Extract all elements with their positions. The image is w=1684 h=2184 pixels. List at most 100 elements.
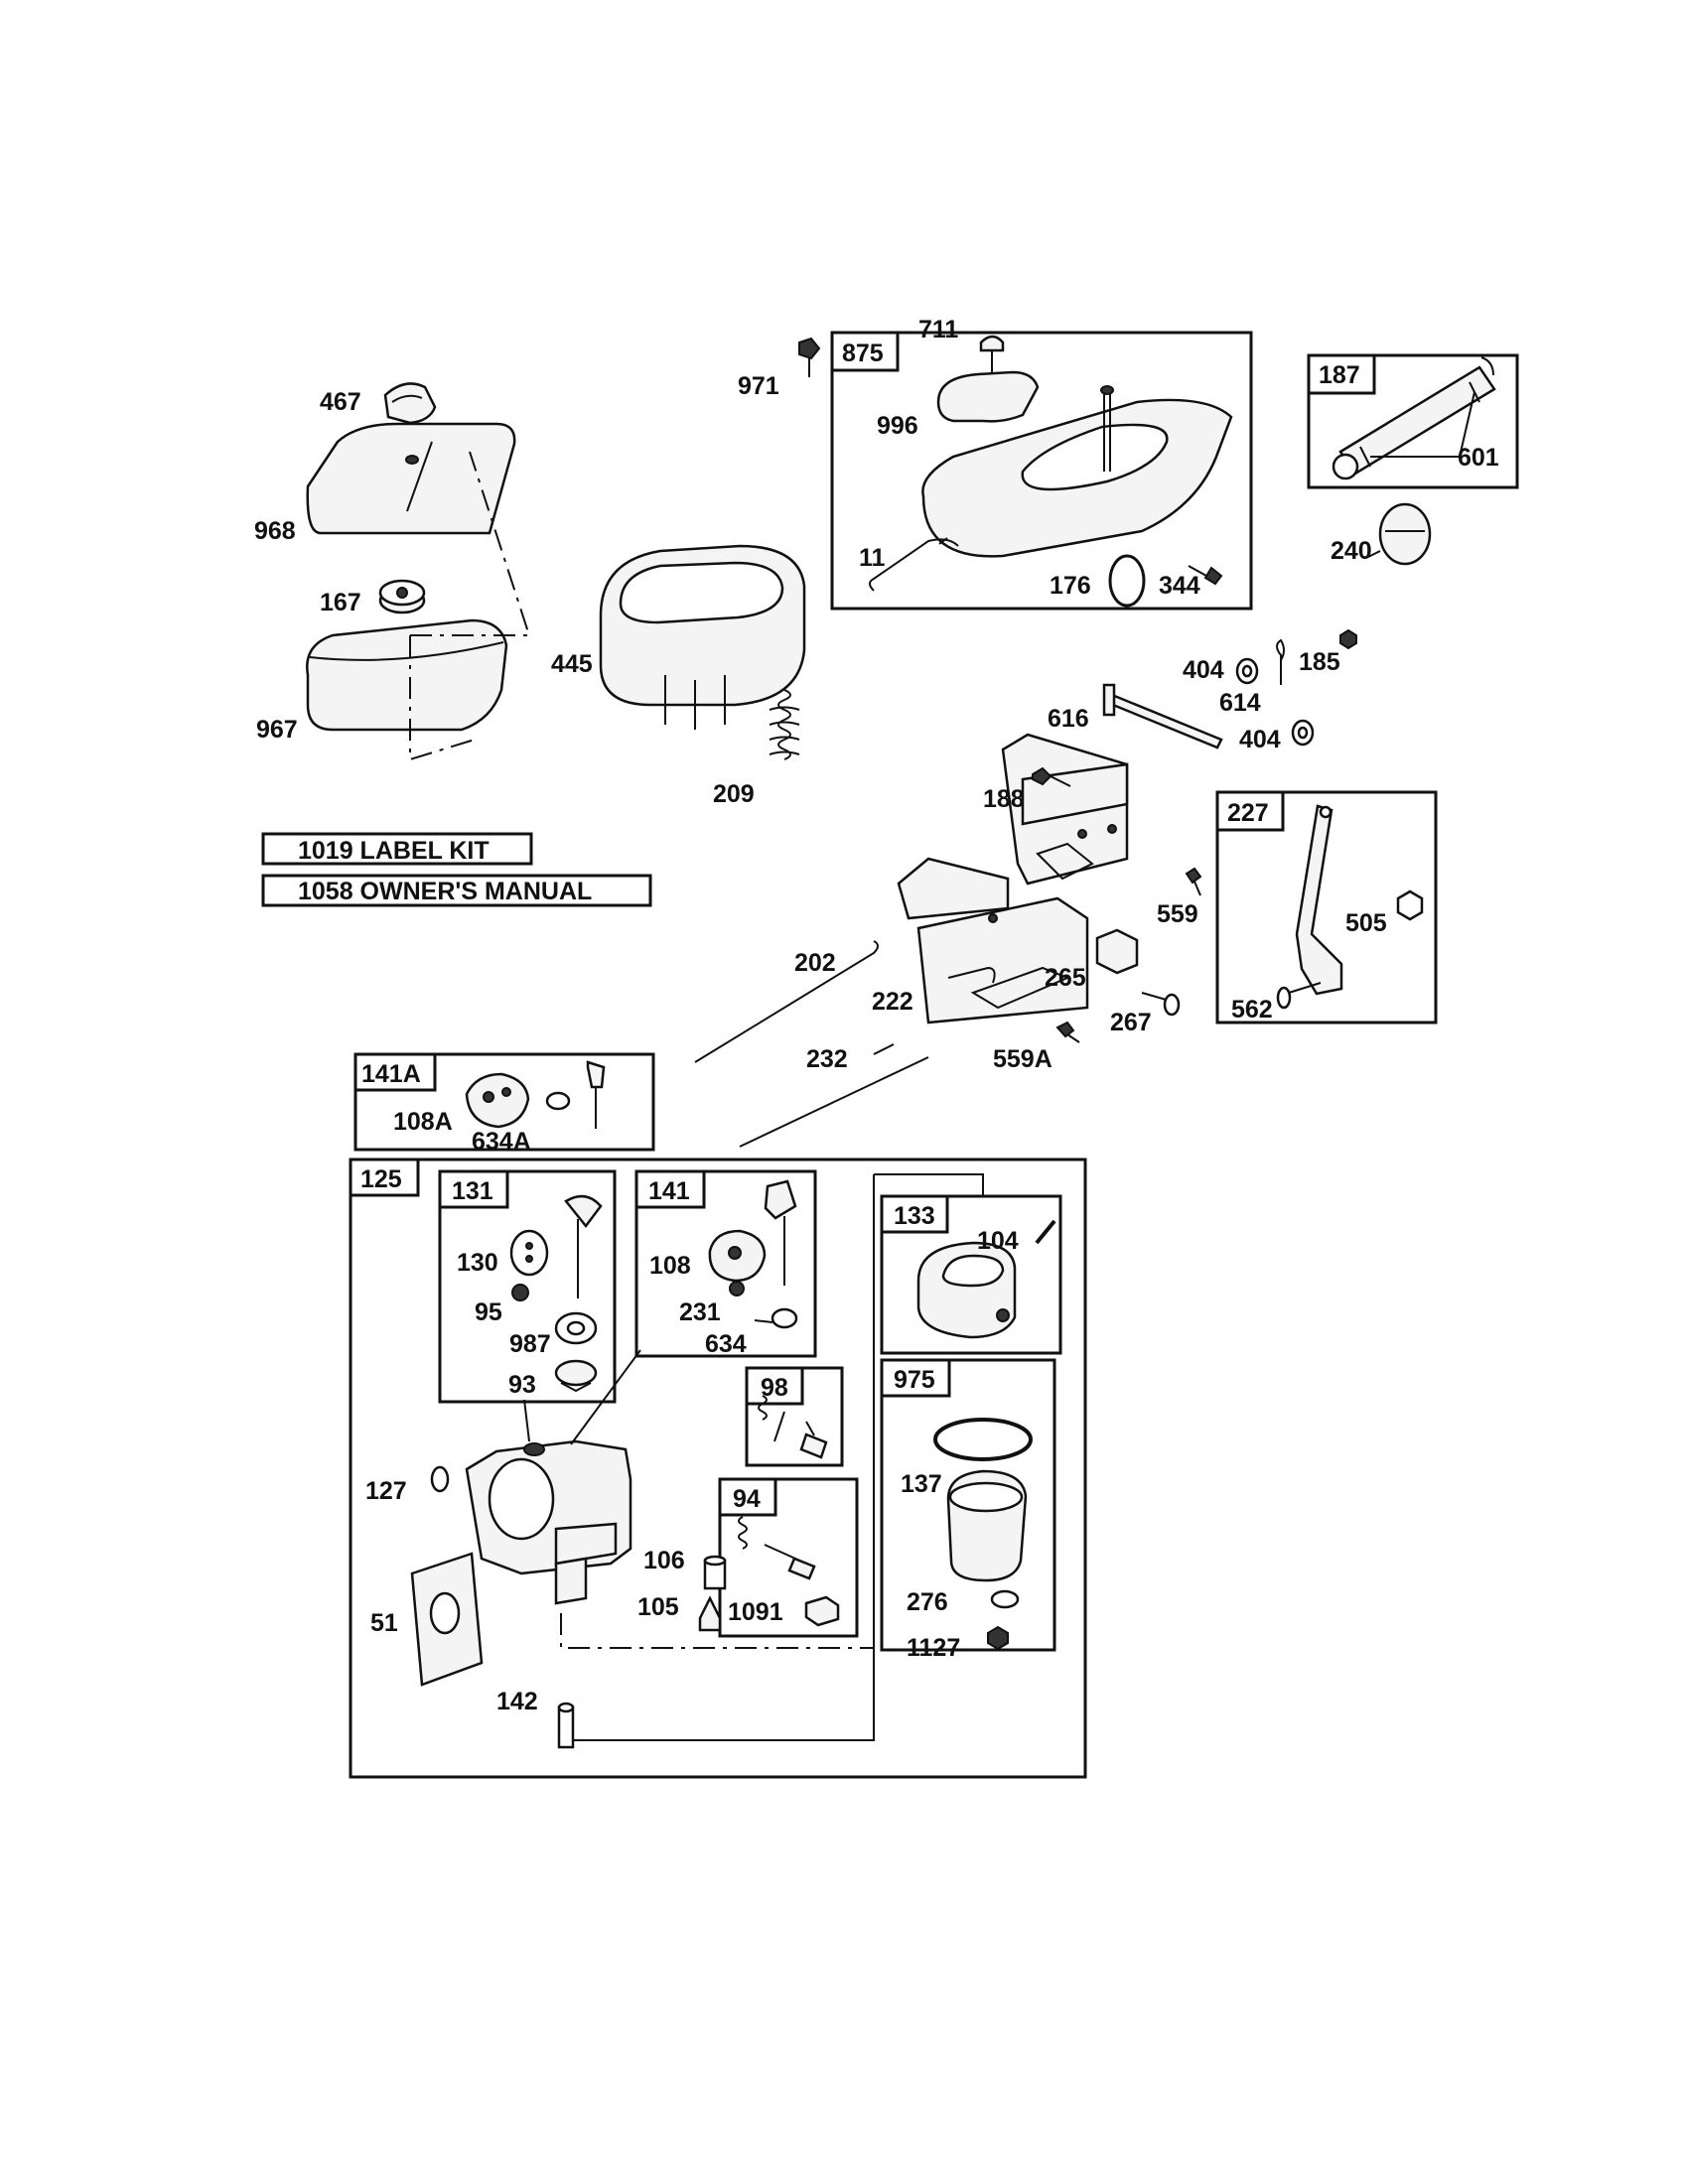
screw-231 xyxy=(729,1281,745,1297)
group-labels: 875 187 227 141A 125 131 141 133 98 975 … xyxy=(360,340,1360,1513)
group-141A-frame xyxy=(353,1052,655,1152)
shaft-141A xyxy=(586,1060,606,1129)
throttle-shaft-131 xyxy=(564,1194,603,1298)
label-987: 987 xyxy=(509,1330,551,1358)
group-label-227: 227 xyxy=(1227,799,1269,827)
kit-label-1019: 1019 LABEL KIT xyxy=(261,832,533,866)
pre-cleaner-967 xyxy=(306,618,508,732)
washer-276 xyxy=(990,1589,1020,1609)
nut-505 xyxy=(1396,889,1424,921)
gasket-51 xyxy=(410,1552,484,1687)
label-971: 971 xyxy=(738,372,779,400)
gasket-137 xyxy=(933,1418,1033,1461)
label-127: 127 xyxy=(365,1477,407,1505)
screw-95 xyxy=(511,1284,529,1301)
label-967: 967 xyxy=(256,716,298,744)
fuel-inlet-106 xyxy=(703,1555,727,1590)
label-104: 104 xyxy=(977,1227,1019,1255)
label-93: 93 xyxy=(508,1371,536,1399)
label-445: 445 xyxy=(551,650,593,678)
screw-188 xyxy=(1032,766,1071,787)
group-131-tag xyxy=(438,1169,509,1209)
label-614: 614 xyxy=(1219,689,1261,717)
label-559: 559 xyxy=(1157,900,1198,928)
label-95: 95 xyxy=(475,1298,502,1326)
group-131-frame xyxy=(438,1169,617,1404)
group-141-frame xyxy=(634,1169,817,1358)
label-711: 711 xyxy=(918,316,958,343)
group-133-tag xyxy=(880,1194,949,1234)
screw-559A xyxy=(1055,1021,1080,1043)
part-labels: 467 968 167 967 445 971 711 996 11 176 3… xyxy=(254,316,1499,1715)
kit-owners-manual-1058: 1058 OWNER'S MANUAL xyxy=(261,874,652,907)
air-cleaner-cover-968 xyxy=(306,422,516,535)
hose-clamps-601 xyxy=(1359,381,1480,468)
label-968: 968 xyxy=(254,517,296,545)
group-label-98: 98 xyxy=(761,1374,788,1402)
group-133-frame xyxy=(880,1194,1062,1355)
float-133 xyxy=(916,1241,1017,1339)
group-label-875: 875 xyxy=(842,340,884,367)
label-108: 108 xyxy=(649,1252,691,1280)
label-404-upper: 404 xyxy=(1183,656,1224,684)
label-634: 634 xyxy=(705,1330,747,1358)
bolt-562 xyxy=(1276,982,1322,1010)
label-265: 265 xyxy=(1045,964,1086,992)
group-141-tag xyxy=(634,1169,706,1209)
washer-404-upper xyxy=(1235,657,1259,685)
group-875-tag xyxy=(830,331,900,372)
bushing-93 xyxy=(554,1359,598,1393)
label-240: 240 xyxy=(1331,537,1372,565)
label-167: 167 xyxy=(320,589,361,616)
label-404-lower: 404 xyxy=(1239,726,1281,753)
fitting-1091 xyxy=(804,1595,840,1627)
screw-559 xyxy=(1185,867,1202,896)
idle-mixture-screw-98 xyxy=(758,1395,828,1459)
label-kit-text: 1019 LABEL KIT xyxy=(298,837,490,865)
main-jet-screw-94 xyxy=(738,1516,816,1580)
throttle-plate-130 xyxy=(509,1229,549,1277)
link-202 xyxy=(694,940,879,1063)
group-227-frame xyxy=(1215,790,1438,1024)
label-616: 616 xyxy=(1048,705,1089,733)
seal-127 xyxy=(430,1465,450,1493)
label-209: 209 xyxy=(713,780,755,808)
label-176: 176 xyxy=(1050,572,1091,600)
group-187-frame xyxy=(1307,353,1519,489)
label-467: 467 xyxy=(320,388,361,416)
label-562: 562 xyxy=(1231,996,1273,1024)
hairpin-614 xyxy=(1276,638,1285,685)
group-187-tag xyxy=(1307,353,1376,395)
group-label-975: 975 xyxy=(894,1366,935,1394)
float-bowl xyxy=(946,1469,1028,1582)
label-505: 505 xyxy=(1345,909,1387,937)
label-108A: 108A xyxy=(393,1108,453,1136)
carburetor-body xyxy=(465,1439,632,1605)
jet-105 xyxy=(698,1595,722,1632)
fuel-filter-240 xyxy=(1367,502,1432,566)
label-559A: 559A xyxy=(993,1045,1052,1073)
group-98-tag xyxy=(745,1366,804,1406)
stud-142 xyxy=(557,1702,575,1749)
label-202: 202 xyxy=(794,949,836,977)
seal-987 xyxy=(554,1311,598,1345)
group-875-frame xyxy=(830,331,1253,611)
screw-267 xyxy=(1141,992,1181,1017)
screw-711 xyxy=(979,335,1005,385)
label-267: 267 xyxy=(1110,1009,1152,1036)
spring-634A xyxy=(545,1091,571,1111)
group-label-125: 125 xyxy=(360,1165,402,1193)
o-ring-176 xyxy=(1108,554,1146,608)
washer-404-lower xyxy=(1291,719,1315,747)
group-125-frame xyxy=(349,1158,1087,1779)
spring-634 xyxy=(754,1307,798,1329)
grommet-167 xyxy=(378,579,426,614)
choke-shaft-141 xyxy=(764,1179,797,1286)
group-label-133: 133 xyxy=(894,1202,935,1230)
label-634A: 634A xyxy=(472,1128,531,1156)
group-975-frame xyxy=(880,1358,1056,1652)
group-label-141: 141 xyxy=(648,1177,690,1205)
screw-344 xyxy=(1188,565,1223,586)
gasket-996 xyxy=(936,370,1040,423)
